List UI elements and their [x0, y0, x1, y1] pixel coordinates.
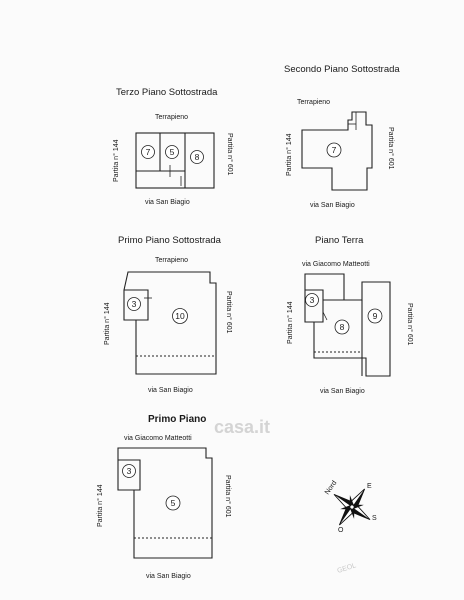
- plan-primo-piano: Primo Piano via Giacomo Matteotti Partit…: [96, 414, 232, 580]
- right-label: Partita n° 601: [226, 133, 234, 176]
- room-number: 3: [310, 295, 315, 305]
- plan-secondo-piano-sottostrada: Secondo Piano Sottostrada Terrapieno Par…: [284, 64, 400, 209]
- bottom-label: via San Biagio: [146, 573, 191, 580]
- room-circle: [367, 308, 383, 324]
- plan-outline: [123, 271, 217, 375]
- left-label: Partita n° 144: [285, 133, 293, 176]
- room-number: 7: [332, 145, 337, 155]
- room-number: 8: [195, 152, 200, 162]
- room-circle: [127, 297, 141, 311]
- left-label: Partita n° 144: [96, 484, 104, 527]
- top-label: Terrapieno: [155, 257, 188, 264]
- top-label: Terrapieno: [297, 99, 330, 106]
- room-3-walls: [124, 289, 149, 321]
- plan-primo-piano-sottostrada: Primo Piano Sottostrada Terrapieno Parti…: [103, 235, 233, 394]
- room-circle: [141, 145, 155, 159]
- room-circle: [165, 145, 179, 159]
- bottom-label: via San Biagio: [310, 202, 355, 209]
- room-circle: [326, 142, 342, 158]
- room-number: 3: [127, 466, 132, 476]
- room-number: 9: [373, 311, 378, 321]
- plan-title: Piano Terra: [315, 235, 364, 246]
- right-label: Partita n° 601: [387, 127, 395, 170]
- plan-terzo-piano-sottostrada: Terzo Piano Sottostrada Terrapieno Parti…: [112, 87, 234, 206]
- right-label: Partita n° 601: [406, 303, 414, 346]
- top-label: via Giacomo Matteotti: [124, 435, 192, 442]
- right-label: Partita n° 601: [224, 475, 232, 518]
- room-3-walls: [305, 289, 324, 323]
- bottom-label: via San Biagio: [148, 387, 193, 394]
- top-label: Terrapieno: [155, 114, 188, 121]
- room-number: 3: [132, 299, 137, 309]
- plan-title: Primo Piano: [148, 414, 206, 425]
- room-circle: [305, 293, 319, 307]
- room-circle: [122, 464, 136, 478]
- room-circle: [334, 319, 350, 335]
- left-label: Partita n° 144: [103, 302, 111, 345]
- room-number: 7: [146, 147, 151, 157]
- watermark-text: casa.it: [214, 417, 270, 437]
- compass-west-label: O: [338, 527, 344, 534]
- bottom-label: via San Biagio: [320, 388, 365, 395]
- room-circle: [165, 495, 181, 511]
- plan-title: Primo Piano Sottostrada: [118, 235, 222, 246]
- room-number: 8: [340, 322, 345, 332]
- top-label: via Giacomo Matteotti: [302, 261, 370, 268]
- plan-title: Secondo Piano Sottostrada: [284, 64, 400, 75]
- compass-star-icon: [333, 488, 371, 526]
- room-number: 10: [175, 311, 185, 321]
- room-circle: [190, 150, 204, 164]
- bottom-label: via San Biagio: [145, 199, 190, 206]
- left-label: Partita n° 144: [112, 139, 120, 182]
- room-number: 5: [171, 498, 176, 508]
- plan-outline: [117, 447, 213, 559]
- plan-title: Terzo Piano Sottostrada: [116, 87, 218, 98]
- left-label: Partita n° 144: [286, 301, 294, 344]
- compass-rose: Nord E S O: [324, 480, 377, 534]
- right-label: Partita n° 601: [225, 291, 233, 334]
- room-number: 5: [170, 147, 175, 157]
- plan-outline: [135, 132, 215, 189]
- plan-piano-terra: Piano Terra via Giacomo Matteotti Partit…: [286, 235, 414, 395]
- stamp-text: GEOL: [336, 562, 357, 575]
- compass-north-label: Nord: [324, 480, 338, 497]
- plan-outline: [301, 111, 373, 191]
- compass-south-label: S: [372, 515, 377, 522]
- compass-east-label: E: [367, 483, 372, 490]
- room-circle: [172, 308, 188, 324]
- door: [322, 311, 328, 321]
